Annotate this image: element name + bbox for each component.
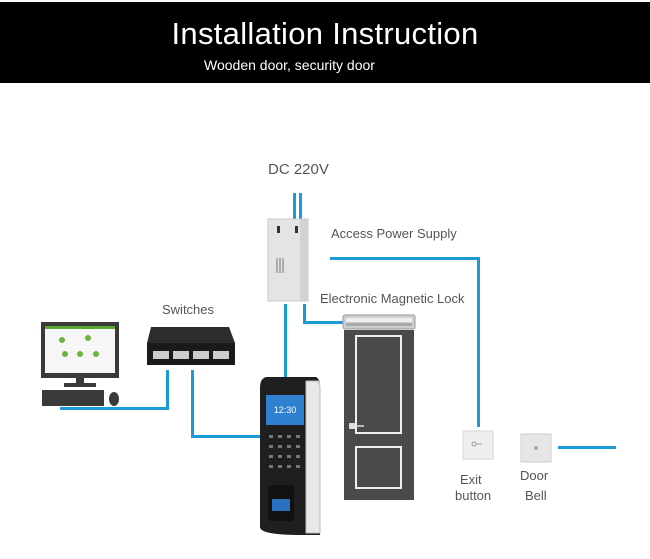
network-switch <box>147 327 235 365</box>
wire-door-bell <box>558 446 616 449</box>
magnetic-lock-label: Electronic Magnetic Lock <box>320 291 465 306</box>
dc-220v-label: DC 220V <box>268 161 329 178</box>
wire-psu-to-lock-v <box>303 304 306 324</box>
magnetic-lock <box>342 314 416 330</box>
door-bell-label-line2: Bell <box>525 488 547 503</box>
switches-label: Switches <box>162 302 215 317</box>
door <box>344 330 414 500</box>
wire-switch-to-reader-h <box>191 435 263 438</box>
terminal-time: 12:30 <box>274 405 297 415</box>
wire-psu-to-lock-h <box>303 321 345 324</box>
wire-pc-to-switch-h <box>60 407 168 410</box>
terminal-screen <box>266 395 304 425</box>
page-subtitle: Wooden door, security door <box>204 57 375 73</box>
wire-dc-in-1 <box>293 193 296 219</box>
power-supply-label: Access Power Supply <box>331 226 457 241</box>
computer <box>41 322 119 406</box>
mouse-icon <box>109 392 119 406</box>
exit-button-label-line2: button <box>455 488 492 503</box>
header-banner: Installation Instruction Wooden door, se… <box>0 2 650 83</box>
door-bell-label-line1: Door <box>520 468 549 483</box>
wire-psu-to-exit-v <box>477 257 480 427</box>
exit-button-label-line1: Exit <box>460 472 482 487</box>
fingerprint-sensor-icon <box>272 499 290 511</box>
wire-psu-to-exit-h <box>330 257 480 260</box>
wire-pc-to-switch-v <box>166 370 169 410</box>
wire-switch-to-reader-v <box>191 370 194 438</box>
exit-button <box>462 430 494 460</box>
power-supply-box <box>267 218 309 302</box>
door-handle-icon <box>349 423 355 429</box>
wire-psu-to-reader <box>284 304 287 378</box>
access-control-terminal: 12:30 <box>260 377 321 535</box>
wire-dc-in-2 <box>299 193 302 219</box>
door-bell <box>520 433 552 463</box>
keyboard-icon <box>42 390 104 406</box>
page-title: Installation Instruction <box>171 16 479 51</box>
